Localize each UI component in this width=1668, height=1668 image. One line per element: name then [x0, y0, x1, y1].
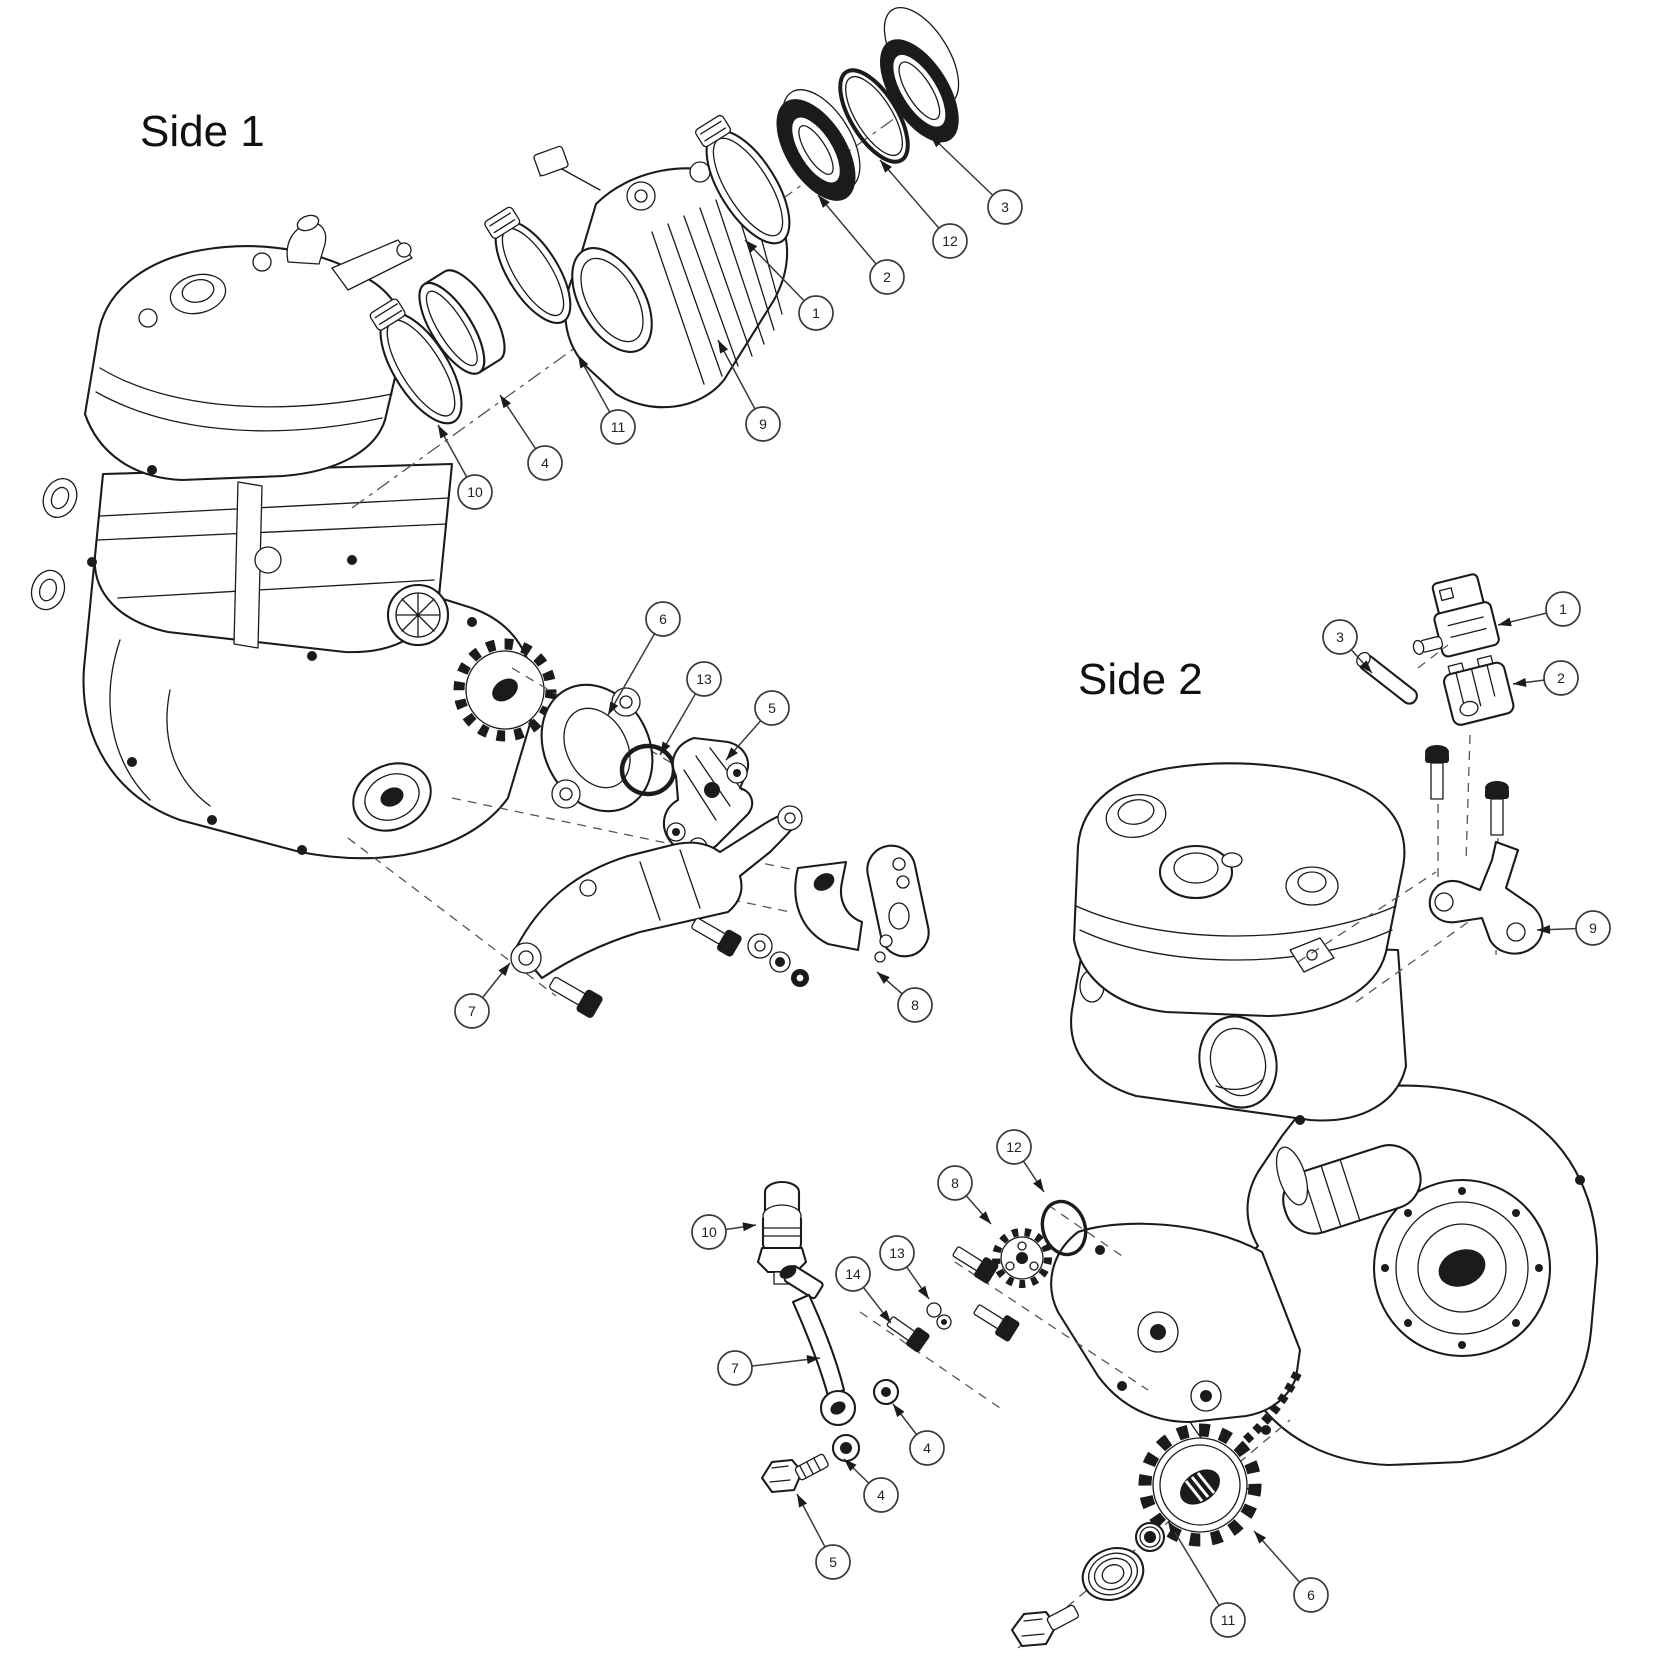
callout-side1-3: 3 — [929, 134, 1023, 225]
part-side2-bolt — [1485, 781, 1509, 836]
part-side2-washer-11 — [1134, 1521, 1166, 1553]
side1-label: Side 1 — [140, 107, 265, 156]
guide-dash — [1297, 871, 1437, 963]
svg-text:14: 14 — [845, 1266, 861, 1282]
svg-text:7: 7 — [468, 1003, 476, 1019]
engine-side1-illustration — [30, 214, 557, 860]
svg-text:12: 12 — [942, 233, 958, 249]
svg-text:10: 10 — [467, 484, 483, 500]
guide-dash — [1355, 907, 1489, 1003]
part-side1-boot-4 — [418, 269, 506, 375]
part-side1-washers-bolts — [549, 917, 809, 1018]
engine-side2-illustration — [1050, 762, 1599, 1493]
callout-side2-13: 13 — [879, 1235, 930, 1300]
part-side1-clamp-10 — [369, 298, 463, 425]
callout-side1-13: 13 — [659, 661, 722, 756]
svg-text:6: 6 — [659, 611, 667, 627]
svg-text:5: 5 — [829, 1554, 837, 1570]
callout-side2-12: 12 — [996, 1129, 1045, 1193]
svg-text:4: 4 — [877, 1487, 885, 1503]
callout-side1-4: 4 — [499, 394, 563, 481]
callout-side2-4b: 4 — [843, 1458, 899, 1513]
part-side1-bracket-arm-7 — [510, 805, 803, 980]
part-side1-hanger-8 — [794, 844, 930, 963]
callout-side2-6: 6 — [1253, 1530, 1329, 1613]
part-side2-washer-4a — [872, 1378, 900, 1406]
callout-side1-6: 6 — [607, 601, 681, 716]
svg-text:6: 6 — [1307, 1587, 1315, 1603]
part-side2-bracket-9 — [1428, 840, 1544, 955]
part-side2-bolt-bottom — [1010, 1604, 1080, 1648]
part-side2-cone-washer — [1081, 1547, 1145, 1601]
callout-side1-11: 11 — [577, 354, 636, 445]
callout-side1-12: 12 — [879, 159, 968, 259]
svg-text:11: 11 — [611, 419, 626, 435]
callout-side2-4a: 4 — [892, 1403, 945, 1466]
part-side2-banjo-bolt-5 — [760, 1453, 829, 1494]
callout-side2-10: 10 — [691, 1214, 757, 1250]
svg-text:10: 10 — [701, 1224, 717, 1240]
callout-side1-2: 2 — [817, 194, 905, 295]
part-side1-clamp-11 — [484, 206, 572, 324]
callout-side1-8: 8 — [876, 971, 933, 1023]
part-side2-washer-4b — [831, 1433, 861, 1463]
callout-side2-5: 5 — [796, 1493, 851, 1580]
part-side1-mount-5 — [662, 736, 754, 857]
part-side1-clamp-1 — [695, 114, 791, 245]
callout-side1-7: 7 — [454, 962, 511, 1029]
callout-side2-8: 8 — [937, 1165, 992, 1225]
callout-side2-11: 11 — [1167, 1520, 1246, 1638]
svg-text:12: 12 — [1006, 1139, 1022, 1155]
part-side2-sensor-1 — [1412, 573, 1500, 658]
svg-text:13: 13 — [889, 1245, 905, 1261]
part-side2-bolt — [1425, 745, 1449, 800]
callout-side2-7: 7 — [717, 1350, 821, 1386]
callout-side1-5: 5 — [725, 690, 790, 761]
guide-dash — [1465, 734, 1471, 863]
part-side2-holder-2 — [1443, 655, 1515, 726]
svg-text:5: 5 — [768, 700, 776, 716]
callout-side2-3: 3 — [1322, 619, 1373, 674]
svg-text:3: 3 — [1001, 199, 1009, 215]
guide-dash — [859, 1311, 1001, 1409]
callout-side1-1: 1 — [744, 239, 834, 331]
callout-side2-1: 1 — [1497, 591, 1581, 627]
guide-dash — [511, 667, 701, 781]
callout-side2-14: 14 — [835, 1256, 892, 1324]
guide-dash — [347, 837, 557, 997]
part-side2-oring-12 — [1040, 1199, 1088, 1257]
part-side1-throttle-body — [533, 145, 789, 409]
side2-label: Side 2 — [1078, 655, 1203, 704]
part-side2-bolt-14 — [886, 1316, 930, 1353]
svg-text:4: 4 — [923, 1440, 931, 1456]
svg-text:11: 11 — [1221, 1612, 1236, 1628]
part-side2-pump-bolt — [973, 1304, 1020, 1342]
svg-text:9: 9 — [1589, 920, 1597, 936]
part-side2-hose-7 — [779, 1264, 857, 1427]
callout-side2-2: 2 — [1512, 660, 1579, 696]
svg-text:4: 4 — [541, 455, 549, 471]
guide-dash — [1417, 644, 1449, 669]
callout-side1-9: 9 — [717, 339, 781, 442]
svg-text:1: 1 — [812, 305, 820, 321]
callout-side2-9: 9 — [1536, 910, 1611, 946]
svg-text:9: 9 — [759, 416, 767, 432]
part-side2-pump-bolt — [952, 1246, 999, 1284]
part-side1-boot-2 — [776, 89, 861, 201]
part-side2-pin-3 — [1356, 651, 1418, 705]
callout-side1-10: 10 — [437, 424, 493, 510]
part-side2-sprocket-6 — [1138, 1423, 1262, 1547]
svg-text:8: 8 — [951, 1175, 959, 1191]
part-side2-washer-13 — [926, 1302, 952, 1330]
part-side2-pump-8 — [992, 1228, 1052, 1288]
svg-text:3: 3 — [1336, 629, 1344, 645]
svg-text:8: 8 — [911, 997, 919, 1013]
part-side1-ring-3 — [880, 6, 960, 143]
svg-text:13: 13 — [696, 671, 712, 687]
svg-text:2: 2 — [883, 269, 891, 285]
svg-text:2: 2 — [1557, 670, 1565, 686]
svg-text:1: 1 — [1559, 601, 1567, 617]
svg-text:7: 7 — [731, 1360, 739, 1376]
